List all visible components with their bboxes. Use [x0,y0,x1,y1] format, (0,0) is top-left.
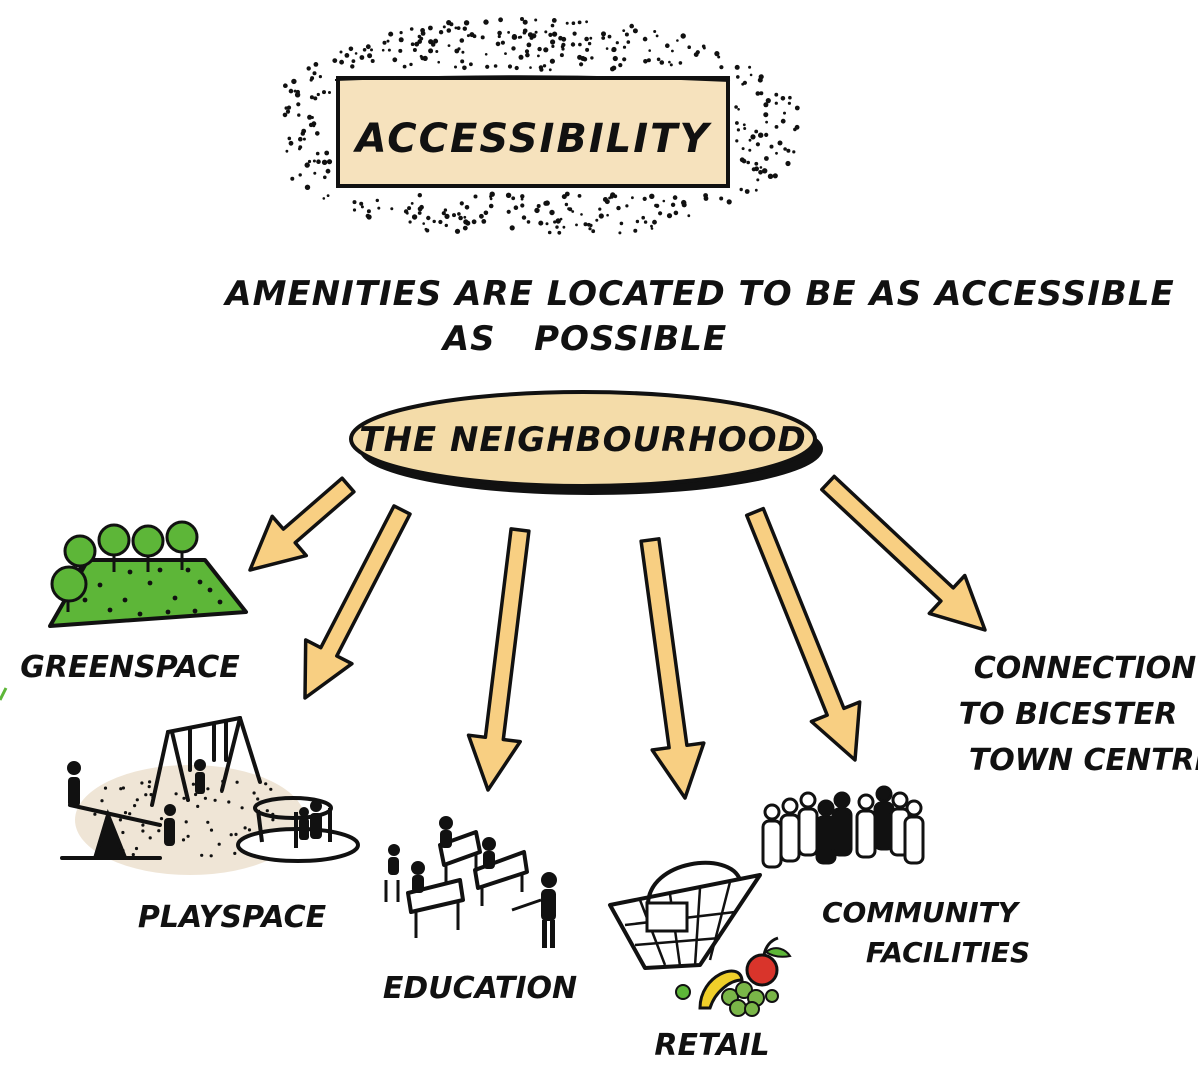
arrow-to-retail [639,537,706,800]
arrow-to-community [744,506,862,762]
shopping-basket-icon [608,860,792,1017]
connection-label-line-3: TOWN CENTRE [969,743,1198,778]
playground-icon [60,716,360,875]
playspace-label: PLAYSPACE [138,900,327,935]
retail-label: RETAIL [654,1028,769,1063]
arrow-to-connection [820,474,987,632]
education-label: EDUCATION [383,971,577,1006]
arrow-to-education [466,527,531,792]
arrows [248,474,987,800]
arrow-to-greenspace [248,476,356,572]
edge-mark [0,687,8,701]
community-label-line-2: FACILITIES [866,936,1030,969]
title-box: ACCESSIBILITY [334,75,731,188]
title-halo-stipple [282,17,800,235]
community-label-line-1: COMMUNITY [822,896,1021,929]
hub-ellipse: THE NEIGHBOURHOOD [349,390,823,495]
greenspace-label: GREENSPACE [20,650,240,685]
connection-label-line-1: CONNECTION [974,651,1196,686]
connection-label-line-2: TO BICESTER [959,697,1178,732]
classroom-icon [384,816,557,948]
subtitle-line-2: AS POSSIBLE [440,319,727,359]
diagram-title: ACCESSIBILITY [353,116,713,162]
subtitle-line-1: AMENITIES ARE LOCATED TO BE AS ACCESSIBL… [222,274,1174,314]
people-group-icon [761,785,925,869]
park-trees-icon [48,520,248,628]
arrow-to-playspace [303,504,412,700]
hub-label: THE NEIGHBOURHOOD [359,420,807,460]
